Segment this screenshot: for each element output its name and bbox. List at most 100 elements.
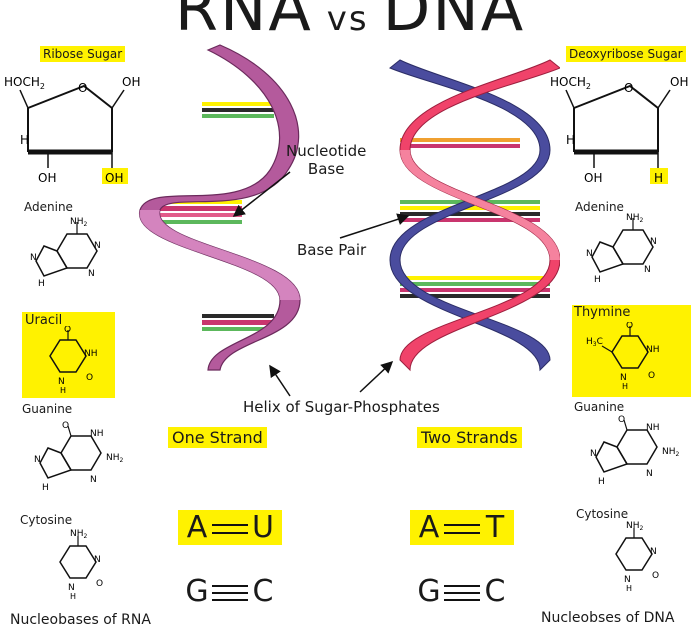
deoxyribose-structure: HOCH2 O OH H OH H [550, 75, 688, 185]
svg-text:H: H [626, 584, 632, 593]
rna-guanine-structure: O NH NH2 N N H [34, 421, 124, 493]
ribose-oh-highlight [102, 168, 128, 184]
rna-helix [139, 44, 301, 371]
svg-text:NH2: NH2 [70, 217, 88, 228]
svg-text:HOCH2: HOCH2 [550, 75, 591, 91]
svg-text:NH: NH [646, 345, 660, 355]
double-bond [444, 523, 480, 534]
svg-text:N: N [650, 547, 657, 557]
svg-text:NH2: NH2 [662, 447, 680, 458]
rna-guanine-label: Guanine [22, 402, 73, 416]
pair-a: A [418, 510, 440, 545]
svg-text:NH: NH [84, 349, 98, 359]
svg-text:N: N [30, 253, 37, 263]
svg-text:OH: OH [670, 75, 688, 89]
svg-text:O: O [62, 421, 69, 431]
nucleotide-text: Nucleotide [286, 142, 367, 160]
pair-a: A [186, 510, 208, 545]
deoxyribose-sugar-label: Deoxyribose Sugar [566, 46, 686, 62]
thymine-structure: O H3C NH O N H [586, 322, 660, 391]
svg-text:N: N [646, 469, 653, 479]
pair-g: G [417, 574, 441, 609]
svg-text:N: N [88, 269, 95, 279]
pair-c: C [484, 574, 506, 609]
dna-cytosine-structure: NH2 N O N H [615, 521, 659, 593]
dna-adenine-structure: NH2 N N N H [586, 213, 657, 285]
pair-t: T [485, 510, 505, 545]
helix-label: Helix of Sugar-Phosphates [243, 398, 440, 416]
uracil-highlight-box [22, 312, 115, 398]
dna-guanine-label: Guanine [574, 400, 625, 414]
svg-text:OH: OH [105, 171, 123, 185]
svg-text:H: H [622, 382, 628, 391]
title-vs: vs [326, 0, 369, 39]
arrow-helix-left [269, 364, 291, 397]
base-pair-label: Base Pair [297, 241, 367, 259]
svg-text:O: O [652, 571, 659, 581]
svg-text:O: O [624, 81, 633, 95]
pair-g: G [185, 574, 209, 609]
rna-adenine-label: Adenine [24, 200, 73, 214]
base-text: Base [307, 160, 345, 178]
pair-c: C [252, 574, 274, 609]
rna-adenine-structure: NH2 N N N H [30, 217, 101, 289]
svg-text:NH2: NH2 [70, 529, 88, 540]
title-dna: DNA [382, 0, 526, 45]
svg-text:O: O [96, 579, 103, 589]
deoxyribose-h-highlight [650, 168, 668, 184]
svg-text:N: N [34, 455, 41, 465]
triple-bond [212, 584, 248, 601]
svg-text:HOCH2: HOCH2 [4, 75, 45, 91]
svg-text:N: N [620, 373, 627, 383]
uracil-label: Uracil [25, 313, 63, 328]
svg-text:H: H [42, 483, 49, 493]
dna-guanine-structure: O NH NH2 N N H [590, 415, 680, 487]
arrow-base-pair [339, 213, 410, 239]
svg-text:OH: OH [122, 75, 140, 89]
svg-text:OH: OH [584, 171, 602, 185]
svg-text:NH2: NH2 [626, 521, 644, 532]
ribose-sugar-label: Ribose Sugar [40, 46, 126, 62]
svg-text:O: O [86, 373, 93, 383]
svg-text:N: N [644, 265, 651, 275]
pair-u: U [252, 510, 274, 545]
dna-footer: Nucleobses of DNA [541, 610, 675, 626]
dna-cytosine-label: Cytosine [576, 507, 629, 521]
thymine-label: Thymine [574, 305, 631, 320]
svg-text:N: N [586, 249, 593, 259]
svg-text:O: O [626, 322, 633, 331]
svg-text:H3C: H3C [586, 337, 603, 348]
svg-text:O: O [648, 371, 655, 381]
rna-cytosine-label: Cytosine [20, 513, 73, 527]
svg-text:NH: NH [90, 429, 104, 439]
one-strand-label: One Strand [168, 427, 267, 448]
svg-text:H: H [38, 279, 45, 289]
svg-text:H: H [594, 275, 601, 285]
svg-text:N: N [58, 377, 65, 387]
svg-text:N: N [68, 583, 75, 593]
dna-adenine-label: Adenine [575, 200, 624, 214]
svg-text:N: N [94, 555, 101, 565]
nucleotide-base-label: Nucleotide Base [286, 142, 366, 178]
svg-text:N: N [590, 449, 597, 459]
svg-text:H: H [60, 386, 66, 395]
rna-cytosine-structure: NH2 N O N H [59, 529, 103, 601]
svg-text:N: N [90, 475, 97, 485]
svg-text:H: H [20, 133, 29, 147]
triple-bond [444, 584, 480, 601]
svg-text:NH2: NH2 [626, 213, 644, 224]
ribose-structure: HOCH2 O OH H OH OH [4, 75, 140, 185]
svg-text:H: H [70, 592, 76, 601]
arrow-nucleotide [232, 171, 291, 217]
svg-text:N: N [624, 575, 631, 585]
svg-text:O: O [78, 81, 87, 95]
double-bond [212, 523, 248, 534]
dna-helix [389, 59, 560, 372]
arrow-helix-right [359, 360, 394, 393]
svg-text:NH: NH [646, 423, 660, 433]
